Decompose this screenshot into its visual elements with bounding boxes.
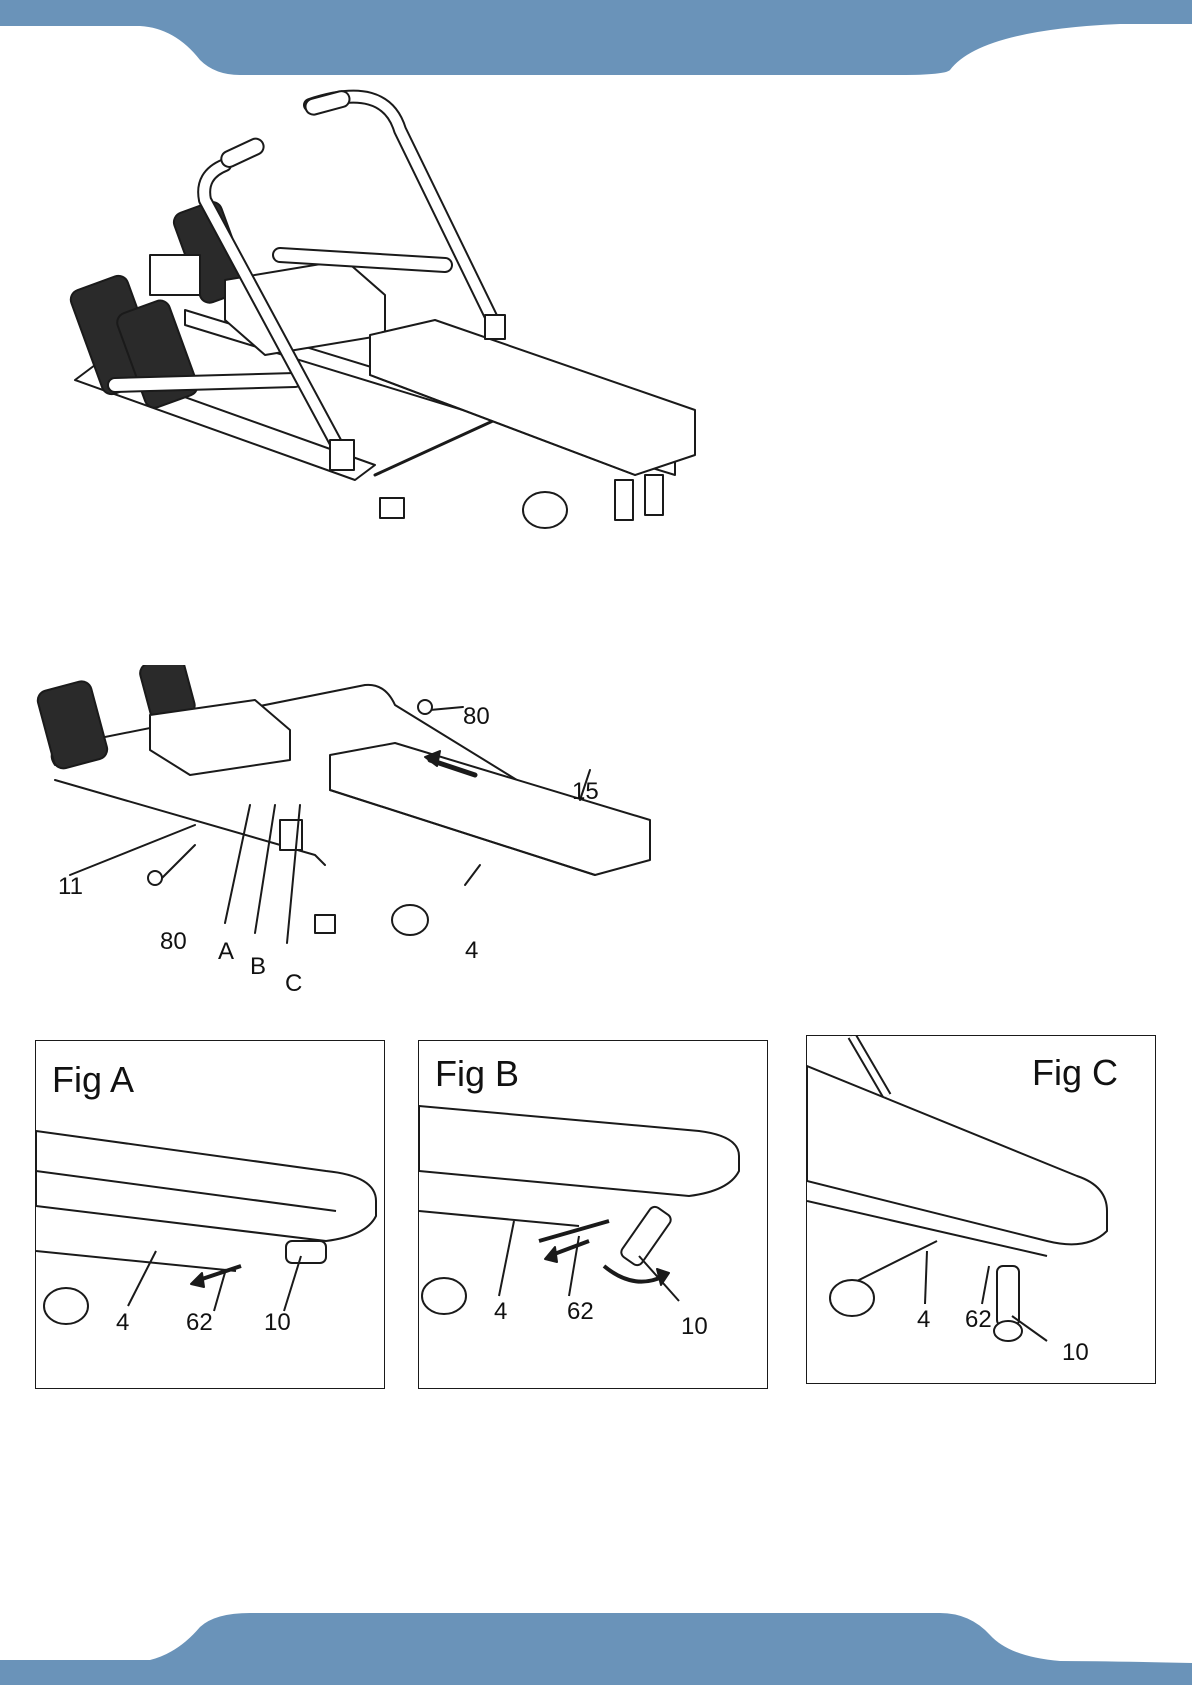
fig-a-bench [36, 1131, 376, 1241]
knob-80-bottom [148, 871, 162, 885]
knob-80-top [418, 700, 432, 714]
callout-15: 15 [572, 778, 599, 806]
callout-hole-a: A [218, 938, 234, 966]
assembly-left-footrest [36, 679, 110, 771]
fig-a-label-62: 62 [186, 1309, 213, 1337]
monitor [150, 255, 200, 295]
front-foot [523, 492, 567, 528]
fig-a-leg [286, 1241, 326, 1263]
bottom-footer-band [0, 1605, 1192, 1685]
fig-a-frame [36, 1251, 236, 1271]
top-header-band [0, 0, 1192, 80]
callout-80-bottom: 80 [160, 928, 187, 956]
fig-b-panel: Fig B 4 62 10 [418, 1040, 768, 1389]
fig-c-label-10: 10 [1062, 1339, 1089, 1367]
fig-c-leg [997, 1266, 1019, 1326]
pivot-bracket-right [485, 315, 505, 339]
rear-leg-left [615, 480, 633, 520]
fig-b-foot [422, 1278, 466, 1314]
assembly-illustration [25, 665, 665, 995]
fig-a-label-4: 4 [116, 1309, 129, 1337]
rear-foot-cap [380, 498, 404, 518]
fig-a-label-10: 10 [264, 1309, 291, 1337]
assembly-front-foot [392, 905, 428, 935]
fig-b-label-10: 10 [681, 1313, 708, 1341]
callout-11: 11 [58, 873, 83, 901]
fig-a-foot [44, 1288, 88, 1324]
callout-4: 4 [465, 937, 478, 965]
fig-b-label-62: 62 [567, 1298, 594, 1326]
fig-c-leg-foot [994, 1321, 1022, 1341]
rowing-machine-illustration [55, 80, 775, 580]
cross-bar [375, 420, 495, 475]
fig-b-bench [419, 1106, 739, 1196]
callout-hole-b: B [250, 953, 266, 981]
fig-a-panel: Fig A 4 62 10 [35, 1040, 385, 1389]
fig-c-foot [830, 1280, 874, 1316]
fig-c-frame [847, 1241, 937, 1286]
assembly-small-seat [150, 700, 290, 775]
top-band-shape [0, 0, 1192, 75]
fig-c-panel: Fig C 4 62 10 [806, 1035, 1156, 1384]
fig-c-label-62: 62 [965, 1306, 992, 1334]
assembly-rear-cap [315, 915, 335, 933]
callout-hole-c: C [285, 970, 302, 998]
fig-b-leg [619, 1205, 673, 1268]
grip-left [219, 136, 267, 170]
rear-leg-right [645, 475, 663, 515]
fig-c-label-4: 4 [917, 1306, 930, 1334]
fig-c-bench [807, 1066, 1107, 1244]
callout-80-top: 80 [463, 703, 490, 731]
pivot-bracket-left [330, 440, 354, 470]
bottom-band-shape [0, 1613, 1192, 1685]
fig-b-label-4: 4 [494, 1298, 507, 1326]
